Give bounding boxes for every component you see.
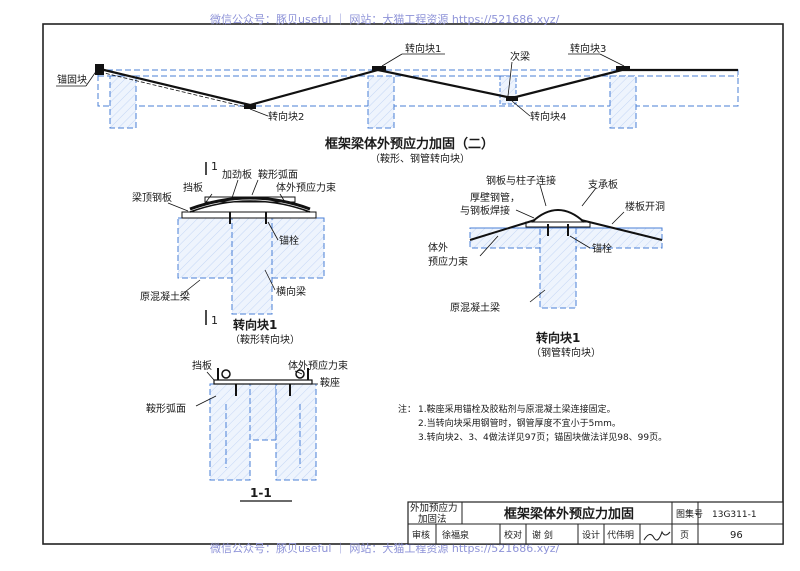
deviator-block-4 [506,96,518,101]
elevation-column [367,75,395,129]
label-anchor-block: 锚固块 [57,74,87,86]
watermark-top: 微信公众号：豚贝useful ｜ 网站：大猫工程资源 https://52168… [210,12,560,26]
label-pipe-orig-beam: 原混凝土梁 [450,301,500,314]
pipe-subtitle: （钢管转向块） [531,346,601,359]
drawing-title: 框架梁体外预应力加固 [504,506,634,522]
label-tendon: 体外预应力束 [276,181,336,194]
cut-mark-top: 1 [211,160,218,173]
review-label: 审核 [412,529,430,541]
deviator-block-2 [244,104,256,109]
check-label: 校对 [504,529,522,541]
label-secondary-beam: 次梁 [510,50,530,63]
label-external: 体外 [428,242,448,254]
designer-signature [643,530,671,541]
label-stiffener: 加劲板 [222,168,252,181]
label-deviator-2: 转向块2 [268,110,304,123]
label-slab-hole: 楼板开洞 [625,200,665,213]
label-deviator-3: 转向块3 [570,42,606,55]
note-item: 3.转向块2、3、4做法详见97页；锚固块做法详见98、99页。 [418,431,667,443]
page-number: 96 [730,530,743,541]
label-section-tendon: 体外预应力束 [288,359,348,372]
reviewer-name: 徐福泉 [442,529,469,541]
saddle-subtitle: （鞍形转向块） [230,333,300,346]
pipe-deviator-detail: 钢板与柱子连接 支承板 厚壁钢管， 与钢板焊接 楼板开洞 体外 预应力束 锚栓 … [428,174,665,359]
label-thick-pipe: 厚壁钢管， [470,191,520,204]
label-baffle: 挡板 [183,181,203,194]
label-section-arc: 鞍形弧面 [146,402,186,415]
saddle-arc [189,200,311,213]
design-label: 设计 [582,529,600,541]
label-saddle-arc: 鞍形弧面 [258,168,298,181]
label-pipe-anchor-bolt: 锚栓 [592,242,612,255]
label-deviator-4: 转向块4 [530,110,566,123]
note-item: 1.鞍座采用锚栓及胶粘剂与原混凝土梁连接固定。 [418,403,616,415]
cut-mark-bottom: 1 [211,314,218,327]
elevation-column [109,75,137,129]
label-support-plate: 支承板 [588,178,618,191]
sheet-border [42,23,784,545]
deviator-block-3 [616,66,630,71]
elevation-tendon [99,67,738,107]
label-cross-beam: 横向梁 [276,285,306,298]
pipe-title: 转向块1 [536,330,580,345]
saddle-deviator-detail: 1 1 加劲板 鞍形弧面 挡板 体外预应力束 梁顶钢板 锚栓 横向梁 原混凝土梁… [132,160,336,346]
label-plate-column: 钢板与柱子连接 [486,174,556,187]
label-pipe-tendon: 预应力束 [428,255,468,268]
elevation-view: 锚固块 转向块1 次梁 转向块3 转向块2 转向块4 框架梁体外预应力加固（二）… [56,42,739,165]
label-anchor-bolt: 锚栓 [279,234,299,247]
checker-name: 谢 剑 [532,529,553,541]
category-line1: 外加预应力 [410,502,458,514]
label-section-baffle: 挡板 [192,359,212,372]
page-label: 页 [680,530,689,541]
elevation-title: 框架梁体外预应力加固（二） [325,136,494,152]
section-1-1: 挡板 体外预应力束 鞍座 鞍形弧面 1-1 [146,359,348,502]
atlas-number: 13G311-1 [712,510,757,520]
notes-prefix: 注： [398,403,416,415]
saddle-title: 转向块1 [233,317,277,332]
section-title: 1-1 [250,486,272,500]
elevation-beam-outline [97,69,739,107]
notes: 注： 1.鞍座采用锚栓及胶粘剂与原混凝土梁连接固定。 2.当转向块采用钢管时，钢… [398,403,667,443]
elevation-subtitle: （鞍形、钢管转向块） [370,152,470,165]
pipe-arc [531,209,585,223]
label-orig-beam: 原混凝土梁 [140,290,190,303]
label-beam-top-plate: 梁顶钢板 [132,191,172,204]
atlas-label: 图集号 [676,508,703,520]
elevation-column [609,75,637,129]
label-weld-plate: 与钢板焊接 [460,204,510,217]
label-deviator-1: 转向块1 [405,42,441,55]
label-saddle-seat: 鞍座 [320,376,340,389]
anchor-block [95,64,104,75]
designer-name: 代伟明 [607,529,634,541]
category-line2: 加固法 [418,513,447,525]
note-item: 2.当转向块采用钢管时，钢管厚度不宜小于5mm。 [418,417,621,429]
deviator-block-1 [372,66,386,71]
title-block: 外加预应力 加固法 框架梁体外预应力加固 图集号 13G311-1 审核 徐福泉… [407,501,784,545]
